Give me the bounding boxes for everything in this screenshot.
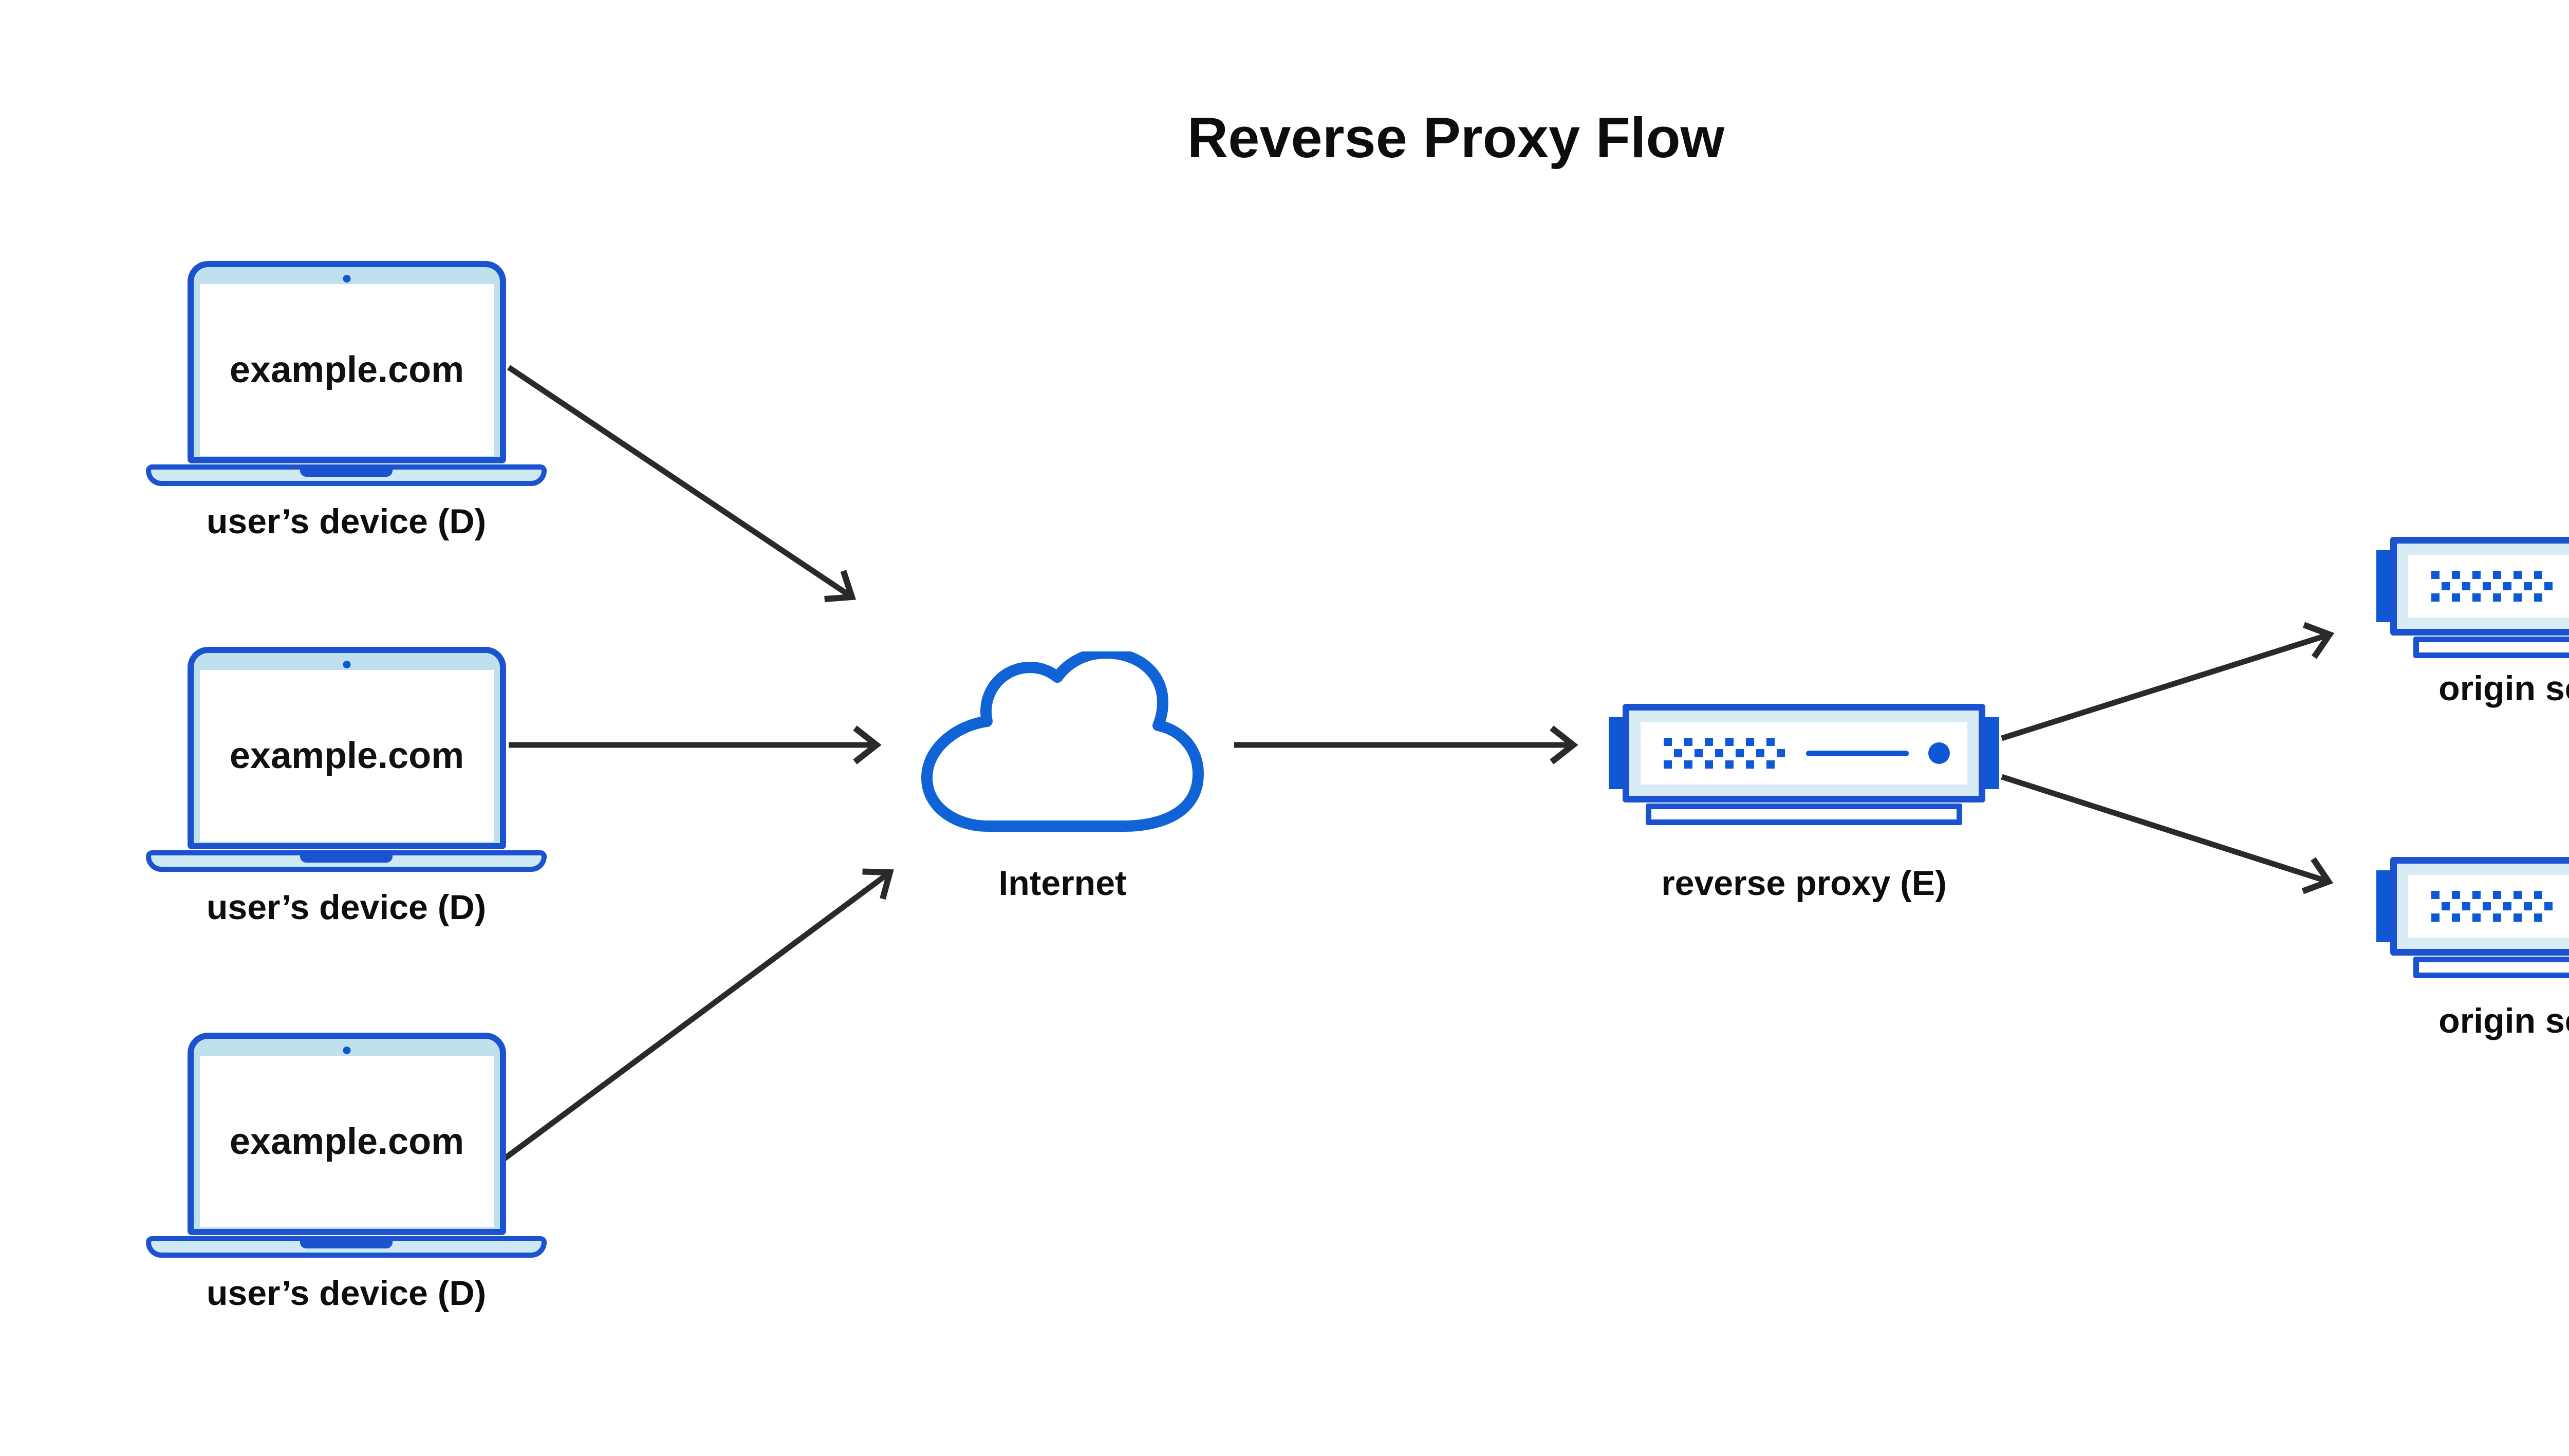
device-3-label: user’s device (D) [206, 1274, 487, 1313]
server-base [2413, 637, 2569, 658]
laptop-base [146, 1236, 547, 1258]
origin-server-1-node: origin server (F) [2376, 537, 2569, 763]
server-base [2413, 957, 2569, 978]
laptop-notch [300, 469, 393, 477]
server-vent-dots [2431, 891, 2553, 925]
laptop-icon: example.com [188, 261, 506, 463]
cloud-icon [921, 647, 1204, 832]
device-1-label: user’s device (D) [206, 502, 487, 541]
vent-dot-row [1674, 749, 1785, 757]
server-vent-dots [1664, 738, 1785, 772]
vent-dot-row [2431, 571, 2542, 579]
user-device-2-node: example.com user’s device (D) [146, 647, 547, 935]
arrow-reverse-proxy-to-origin1 [2001, 622, 2335, 741]
laptop-screen: example.com [200, 1056, 494, 1227]
user-device-3-node: example.com user’s device (D) [146, 1033, 547, 1320]
arrow-reverse-proxy-to-origin2 [2001, 774, 2334, 894]
user-device-1-node: example.com user’s device (D) [146, 261, 547, 549]
laptop-base [146, 464, 547, 486]
laptop-base [146, 850, 547, 872]
vent-dot-row [1664, 760, 1775, 769]
arrow-device3-to-internet [500, 868, 894, 1163]
device-screen-text: example.com [229, 735, 464, 776]
camera-dot-icon [343, 661, 351, 668]
origin-server-1-label: origin server (F) [2438, 669, 2569, 708]
laptop-notch [300, 1240, 393, 1248]
server-base [1646, 804, 1962, 825]
vent-dot-row [2431, 891, 2542, 899]
origin-server-2-node: origin server (F) [2376, 857, 2569, 1083]
server-vent-dots [2431, 571, 2553, 605]
server-front-panel [1641, 722, 1967, 785]
camera-dot-icon [343, 275, 351, 283]
laptop-icon: example.com [188, 647, 506, 849]
vent-dot-row [2442, 902, 2553, 910]
laptop-icon: example.com [188, 1033, 506, 1235]
server-icon [2390, 857, 2569, 956]
vent-dot-row [1664, 738, 1775, 746]
reverse-proxy-node: reverse proxy (E) [1609, 704, 1999, 930]
arrow-device1-to-internet [507, 365, 857, 603]
internet-node [920, 647, 1205, 832]
server-front-panel [2408, 555, 2569, 618]
laptop-screen: example.com [200, 670, 494, 842]
server-front-panel [2408, 875, 2569, 938]
device-screen-text: example.com [229, 349, 464, 390]
origin-server-2-label: origin server (F) [2438, 1001, 2569, 1040]
device-screen-text: example.com [229, 1121, 464, 1162]
camera-dot-icon [343, 1047, 351, 1054]
server-slot-line [1806, 751, 1909, 756]
internet-label: Internet [998, 864, 1127, 903]
vent-dot-row [2431, 593, 2542, 602]
reverse-proxy-label: reverse proxy (E) [1661, 864, 1947, 903]
server-icon [1623, 704, 1985, 802]
device-2-label: user’s device (D) [206, 888, 487, 927]
laptop-screen: example.com [200, 284, 494, 456]
vent-dot-row [2431, 913, 2542, 922]
server-led-icon [1928, 742, 1950, 764]
diagram-title: Reverse Proxy Flow [1187, 106, 1725, 170]
server-icon [2390, 537, 2569, 636]
vent-dot-row [2442, 582, 2553, 590]
laptop-notch [300, 854, 393, 863]
